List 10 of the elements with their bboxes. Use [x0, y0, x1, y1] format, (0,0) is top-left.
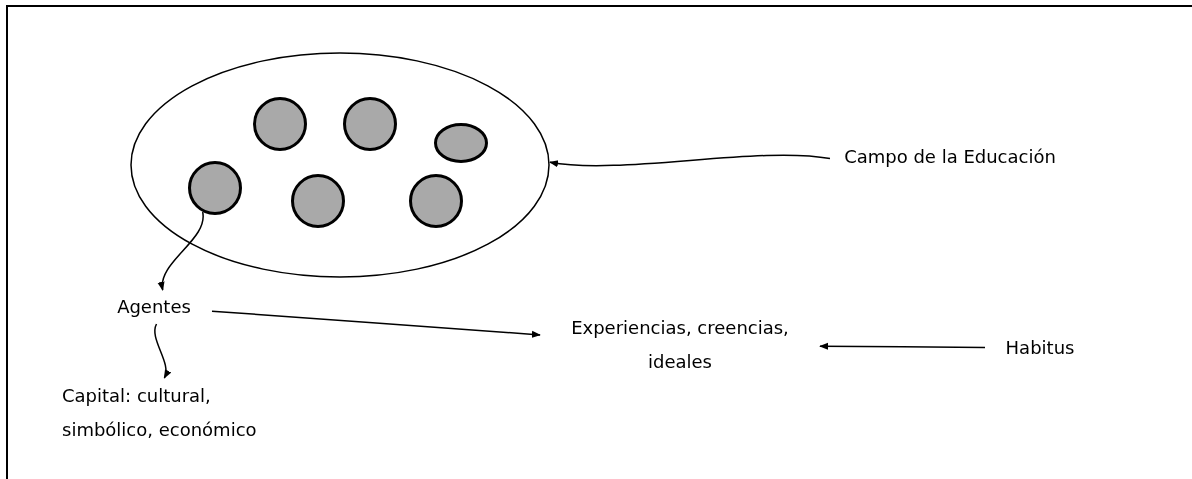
arrow [211, 310, 541, 338]
text-label: Capital: cultural, simbólico, económico [62, 383, 258, 442]
arrow [158, 211, 204, 291]
text-label: Habitus [1005, 335, 1075, 360]
arrow [154, 323, 171, 379]
text-label: Agentes [117, 294, 191, 319]
text-label: Campo de la Educación [844, 144, 1056, 169]
arrow [819, 342, 986, 350]
text-label: Experiencias, creencias, ideales [570, 315, 790, 374]
arrow [549, 154, 831, 167]
